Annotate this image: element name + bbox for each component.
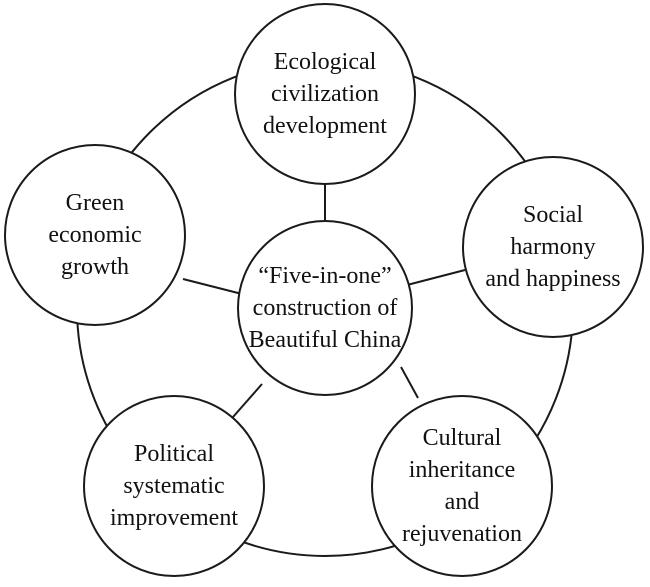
connector-social — [406, 269, 466, 286]
node-ecological-line-2: civilization — [271, 81, 379, 107]
node-cultural: Cultural inheritance and rejuvenation — [372, 396, 552, 576]
node-green-line-3: growth — [61, 254, 129, 280]
node-political: Political systematic improvement — [84, 396, 264, 576]
node-green-line-2: economic — [48, 222, 142, 248]
node-social: Social harmony and happiness — [463, 157, 643, 337]
node-cultural-line-2: inheritance — [408, 457, 516, 483]
node-circle-ecological — [234, 3, 416, 185]
connector-green — [182, 278, 243, 295]
node-circle-green — [4, 144, 186, 326]
node-social-line-2: harmony — [510, 234, 596, 260]
node-social-line-3: and happiness — [485, 266, 621, 292]
node-cultural-line-1: Cultural — [422, 425, 502, 451]
node-green: Green economic growth — [5, 145, 185, 325]
node-ecological: Ecological civilization development — [235, 4, 415, 184]
node-circle-social — [462, 156, 644, 338]
node-political-line-1: Political — [134, 441, 214, 467]
node-circle-cultural — [371, 395, 553, 577]
node-circle-political — [83, 395, 265, 577]
node-ecological-line-3: development — [263, 113, 387, 139]
node-social-line-1: Social — [523, 202, 583, 228]
center-line-2: construction of — [252, 295, 398, 321]
node-political-line-2: systematic — [123, 473, 225, 499]
node-political-line-3: improvement — [110, 505, 238, 531]
node-green-line-1: Green — [65, 190, 125, 216]
node-ecological-line-1: Ecological — [273, 49, 377, 75]
connector-cultural — [400, 366, 419, 399]
center-circle — [237, 220, 413, 396]
node-cultural-line-4: rejuvenation — [402, 521, 522, 547]
connector-political — [232, 383, 263, 418]
node-cultural-line-3: and — [444, 489, 480, 515]
center-line-3: Beautiful China — [248, 327, 402, 353]
center-node: “Five-in-one” construction of Beautiful … — [238, 221, 412, 395]
center-line-1: “Five-in-one” — [258, 263, 392, 289]
